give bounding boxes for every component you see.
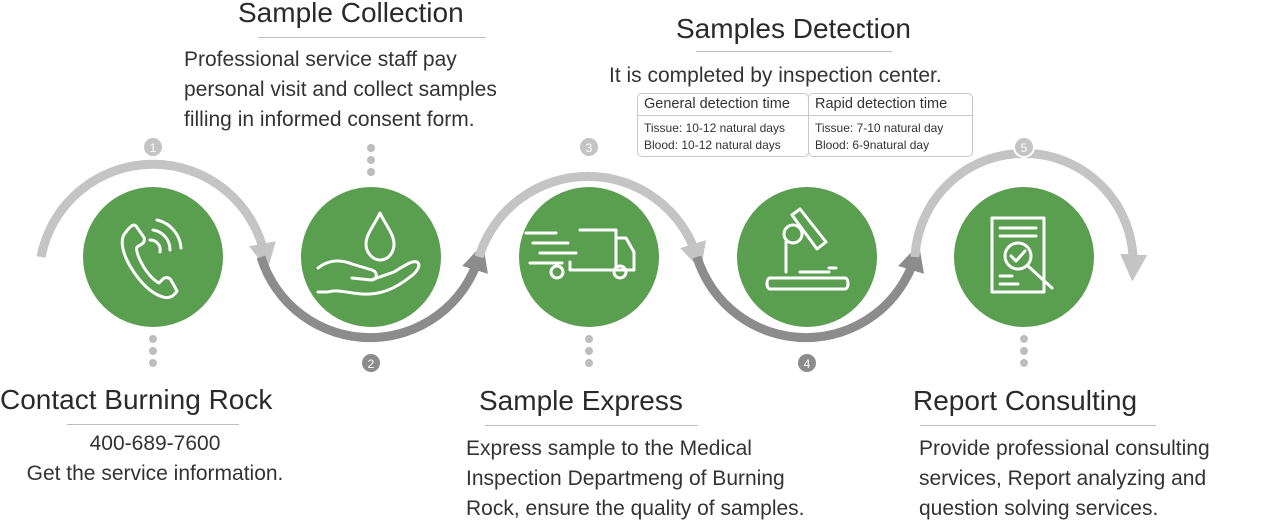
step-title-5: Report Consulting bbox=[913, 385, 1138, 416]
step-number-2: 2 bbox=[368, 357, 375, 371]
dots-step-2 bbox=[367, 144, 375, 176]
step-circle-3 bbox=[519, 187, 659, 327]
step-circle-4 bbox=[737, 187, 877, 327]
rapid-detection-heading: Rapid detection time bbox=[809, 94, 972, 116]
title-underline-1 bbox=[67, 424, 239, 425]
report-magnifier-icon bbox=[990, 216, 1054, 294]
description-line: question solving services. bbox=[919, 497, 1159, 520]
description-line: Provide professional consulting bbox=[919, 437, 1210, 460]
general-detection-heading: General detection time bbox=[638, 94, 808, 116]
arc-step-2 bbox=[256, 244, 488, 343]
description-line: filling in informed consent form. bbox=[184, 108, 475, 131]
description-line: Get the service information. bbox=[26, 462, 284, 485]
step-title-3: Sample Express bbox=[479, 385, 683, 416]
description-line: Professional service staff pay bbox=[184, 48, 457, 71]
title-underline-3 bbox=[485, 425, 698, 426]
description-line: services, Report analyzing and bbox=[919, 467, 1207, 490]
microscope-icon bbox=[765, 207, 850, 291]
general-detection-blood: Blood: 10-12 natural days bbox=[644, 138, 781, 152]
step-description-1: 400-689-7600 Get the service information… bbox=[0, 429, 310, 489]
step-number-1: 1 bbox=[150, 141, 157, 155]
step-circle-1 bbox=[83, 187, 223, 327]
step-number-badge-3: 3 bbox=[578, 136, 600, 158]
step-description-2: Professional service staff pay personal … bbox=[184, 45, 497, 135]
step-number-badge-5: 5 bbox=[1013, 136, 1035, 158]
rapid-detection-tissue: Tissue: 7-10 natural day bbox=[815, 121, 944, 135]
phone-number: 400-689-7600 bbox=[89, 432, 221, 455]
step-number-badge-4: 4 bbox=[796, 352, 818, 374]
dots-step-5 bbox=[1020, 335, 1028, 367]
general-detection-box: General detection time Tissue: 10-12 nat… bbox=[637, 93, 809, 157]
title-underline-4 bbox=[696, 51, 892, 52]
rapid-detection-blood: Blood: 6-9natural day bbox=[815, 138, 930, 152]
dots-step-1 bbox=[149, 335, 157, 367]
step-title-1: Contact Burning Rock bbox=[0, 384, 273, 415]
step-description-3: Express sample to the Medical Inspection… bbox=[466, 434, 805, 524]
truck-icon bbox=[524, 228, 636, 280]
title-underline-5 bbox=[920, 425, 1156, 426]
dots-step-3 bbox=[585, 335, 593, 367]
step-number-4: 4 bbox=[804, 357, 811, 371]
description-line: personal visit and collect samples bbox=[184, 78, 497, 101]
arc-step-4 bbox=[692, 244, 924, 343]
general-detection-tissue: Tissue: 10-12 natural days bbox=[644, 121, 785, 135]
description-line: Rock, ensure the quality of samples. bbox=[466, 497, 805, 520]
step-title-4: Samples Detection bbox=[676, 13, 912, 44]
description-line: Inspection Departmeng of Burning bbox=[466, 467, 785, 490]
step-circle-5 bbox=[954, 187, 1094, 327]
step-description-4: It is completed by inspection center. bbox=[609, 61, 942, 91]
phone-icon bbox=[120, 218, 183, 300]
description-line: Express sample to the Medical bbox=[466, 437, 752, 460]
arc-step-3 bbox=[474, 171, 706, 270]
description-line: It is completed by inspection center. bbox=[609, 64, 942, 87]
step-number-3: 3 bbox=[586, 141, 593, 155]
step-title-2: Sample Collection bbox=[238, 0, 464, 28]
step-number-badge-1: 1 bbox=[142, 136, 164, 158]
step-number-5: 5 bbox=[1021, 141, 1028, 155]
step-number-badge-2: 2 bbox=[360, 352, 382, 374]
hand-drop-icon bbox=[316, 211, 421, 296]
step-description-5: Provide professional consulting services… bbox=[919, 434, 1210, 524]
title-underline-2 bbox=[258, 37, 486, 38]
arc-step-1 bbox=[36, 159, 276, 271]
rapid-detection-box: Rapid detection time Tissue: 7-10 natura… bbox=[808, 93, 973, 157]
